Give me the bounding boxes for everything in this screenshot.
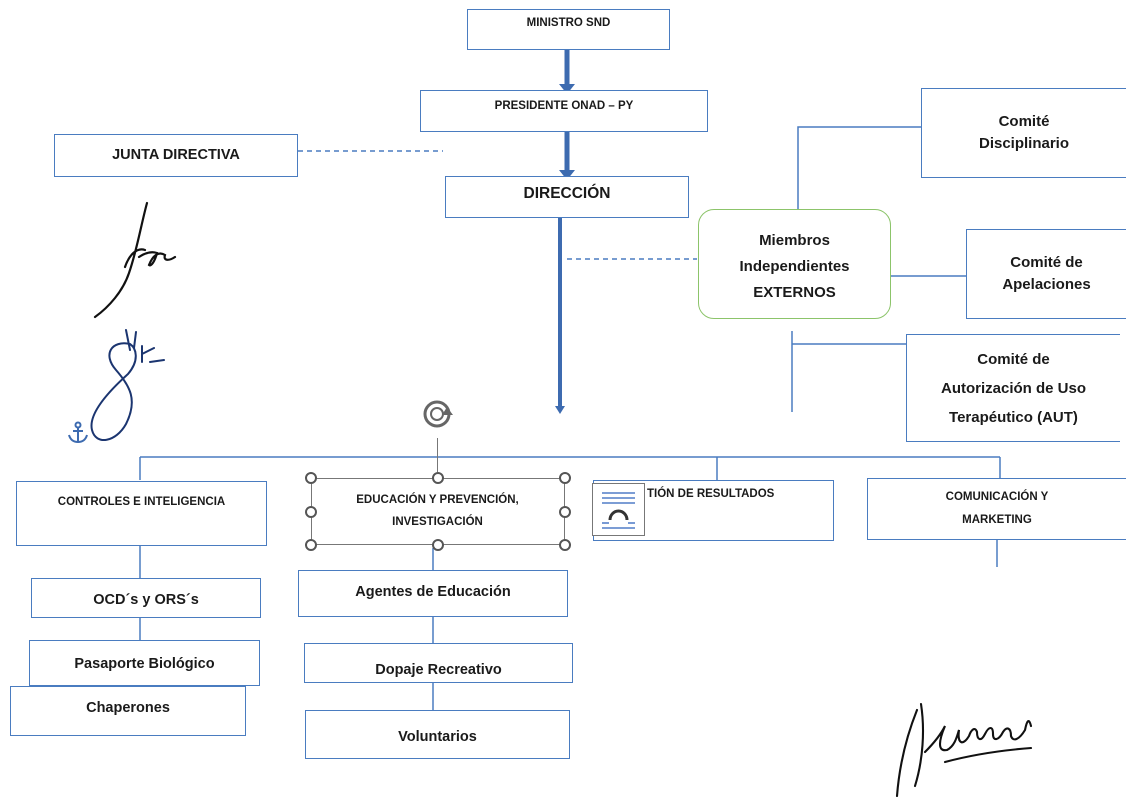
aut-line3: Terapéutico (AUT) [949,408,1078,426]
voluntarios-label: Voluntarios [398,728,477,745]
node-comite-aut: Comité de Autorización de Uso Terapéutic… [906,334,1120,442]
disciplinario-line1: Comité [998,113,1050,131]
resize-handle-nw[interactable] [305,472,317,484]
node-junta-directiva: JUNTA DIRECTIVA [54,134,298,177]
apelaciones-line1: Comité de [1010,254,1083,272]
node-comunicacion-marketing: COMUNICACIÓN Y MARKETING [867,478,1126,540]
line-disciplinario [797,126,921,212]
layout-options-icon[interactable] [592,483,645,536]
signature-1 [93,201,177,319]
signature-3 [895,702,1033,798]
resize-handle-sw[interactable] [305,539,317,551]
apelaciones-line2: Apelaciones [1002,276,1091,293]
node-presidente-label: PRESIDENTE ONAD – PY [494,99,634,112]
node-agentes-educacion: Agentes de Educación [298,570,568,617]
resize-handle-n[interactable] [432,472,444,484]
node-ocd-ors: OCD´s y ORS´s [31,578,261,618]
ocd-label: OCD´s y ORS´s [93,592,199,609]
miembros-line2: Independientes [739,258,850,275]
node-controles-inteligencia: CONTROLES E INTELIGENCIA [16,481,267,546]
miembros-line3: EXTERNOS [753,284,836,301]
resize-handle-ne[interactable] [559,472,571,484]
gestion-label: TIÓN DE RESULTADOS [647,488,775,501]
educacion-line1: EDUCACIÓN Y PREVENCIÓN, [356,493,519,506]
signature-2 [90,329,165,441]
comunicacion-line1: COMUNICACIÓN Y [945,491,1049,503]
node-comite-apelaciones: Comité de Apelaciones [966,229,1126,319]
rotate-handle-stem [437,438,439,472]
comunicacion-line2: MARKETING [962,514,1032,526]
aut-line2: Autorización de Uso [940,379,1086,397]
agentes-label: Agentes de Educación [355,583,511,600]
aut-line1: Comité de [977,350,1050,368]
node-comite-disciplinario: Comité Disciplinario [921,88,1126,178]
resize-handle-s[interactable] [432,539,444,551]
pasaporte-label: Pasaporte Biológico [74,656,215,673]
node-pasaporte-biologico: Pasaporte Biológico [29,640,260,686]
selection-frame [311,478,565,545]
node-presidente: PRESIDENTE ONAD – PY [420,90,708,132]
anchor-icon[interactable] [66,421,90,445]
node-voluntarios: Voluntarios [305,710,570,759]
dopaje-label: Dopaje Recreativo [375,662,502,679]
educacion-line2: INVESTIGACIÓN [392,515,483,528]
disciplinario-line2: Disciplinario [978,135,1070,152]
node-educacion-prevencion[interactable]: EDUCACIÓN Y PREVENCIÓN, INVESTIGACIÓN [311,477,564,544]
node-ministro-label: MINISTRO SND [526,17,611,30]
node-dopaje-recreativo: Dopaje Recreativo [304,643,573,683]
controles-label: CONTROLES E INTELIGENCIA [57,496,226,509]
resize-handle-se[interactable] [559,539,571,551]
rotate-handle-icon[interactable] [420,397,454,431]
miembros-line1: Miembros [759,232,830,249]
node-direccion: DIRECCIÓN [445,176,689,218]
node-chaperones: Chaperones [10,686,246,736]
node-direccion-label: DIRECCIÓN [523,184,611,202]
node-junta-label: JUNTA DIRECTIVA [112,146,240,163]
resize-handle-e[interactable] [559,506,571,518]
node-miembros-independientes: Miembros Independientes EXTERNOS [698,209,891,319]
resize-handle-w[interactable] [305,506,317,518]
chaperones-label: Chaperones [86,700,170,717]
node-ministro: MINISTRO SND [467,9,670,50]
